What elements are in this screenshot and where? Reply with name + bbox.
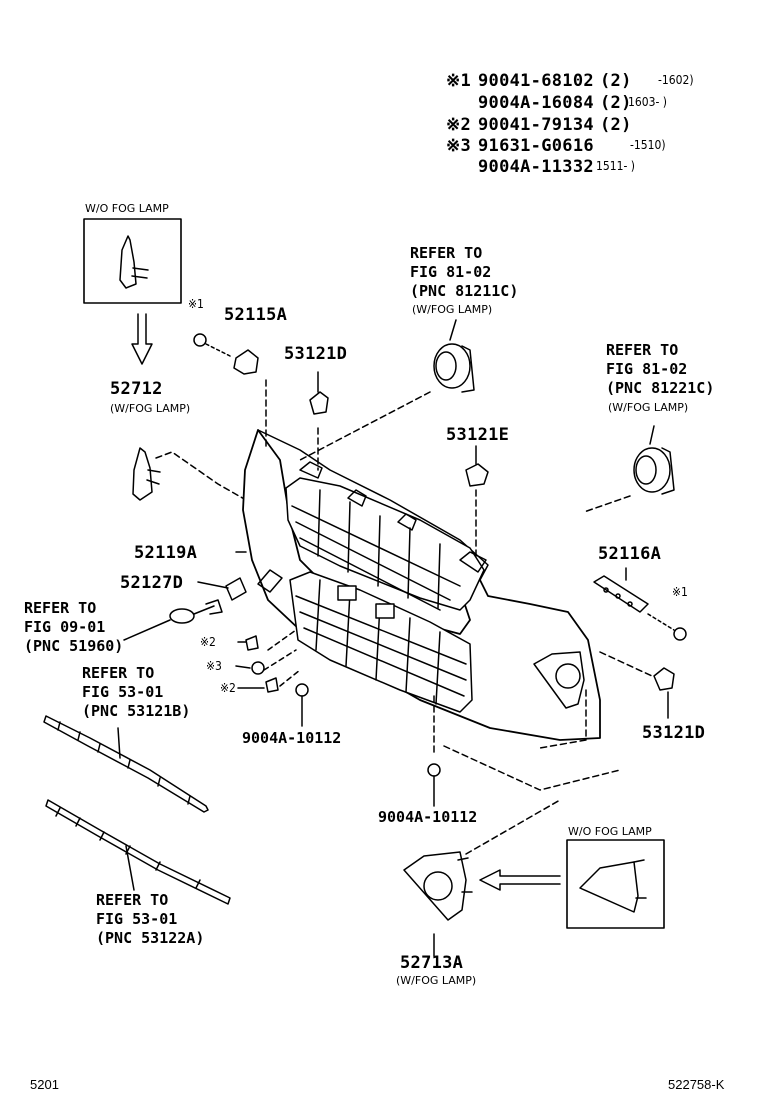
lower-center-leaders [427,689,621,807]
mark-1-top: ※1 [188,297,204,311]
refer-81211C-line2: FIG 81-02 [410,263,492,281]
note-part-4: 91631-G0616 [478,136,594,156]
refer-81211C-line4: (W/FOG LAMP) [412,303,493,316]
note-mark-4: ※3 [446,136,472,156]
note-qty-3: (2) [600,115,632,135]
note-qty-2: (2) [600,93,632,113]
note-range-1: -1602) [658,73,694,87]
refer-51960-line2: FIG 09-01 [24,618,106,636]
refer-81221C-line4: (W/FOG LAMP) [608,401,689,414]
footer-illustration-id: 522758-K [668,1077,725,1092]
down-arrow-icon [131,313,153,365]
bumper-cover-drawing [225,429,601,741]
mark-2-a: ※2 [200,635,216,649]
wo-fog-lamp-label-bottom: W/O FOG LAMP [568,825,652,838]
note-part-2: 9004A-16084 [478,93,594,113]
refer-53121B-line2: FIG 53-01 [82,683,164,701]
callout-leaders [123,551,265,689]
bracket-52116A-drawing [593,567,687,641]
refer-81211C-line3: (PNC 81211C) [410,282,519,300]
part-number-52116A: 52116A [598,544,662,564]
mark-2-b: ※2 [220,681,236,695]
wo-fog-lamp-inset-bottom [566,839,665,929]
note-part-3: 90041-79134 [478,115,594,135]
bracket-52115A-drawing [193,333,267,451]
molding-53121B-drawing [43,715,209,813]
part-number-53121E: 53121E [446,425,510,445]
part-number-52115A: 52115A [224,305,288,325]
footer-figure-number: 5201 [30,1077,59,1092]
part-number-53121D-top: 53121D [284,344,348,364]
refer-81221C-line3: (PNC 81221C) [606,379,715,397]
refer-81221C-line1: REFER TO [606,341,679,359]
note-mark-1: ※1 [446,71,472,91]
note-range-5: 1511- ) [596,159,636,173]
part-number-52713A: 52713A [400,953,464,973]
refer-53122A-line2: FIG 53-01 [96,910,178,928]
refer-53122A-line3: (PNC 53122A) [96,929,205,947]
refer-51960-line3: (PNC 51960) [24,637,124,655]
part-number-53121D-right: 53121D [642,723,706,743]
fog-lamp-81221C-drawing [583,425,675,513]
part-52712-qualifier: (W/FOG LAMP) [110,402,191,415]
refer-81221C-line2: FIG 81-02 [606,360,688,378]
note-part-5: 9004A-11332 [478,157,594,177]
mark-1-right: ※1 [672,585,688,599]
refer-53121B-line1: REFER TO [82,664,155,682]
part-number-52127D: 52127D [120,573,184,593]
note-part-1: 90041-68102 [478,71,594,91]
mark-3: ※3 [206,659,222,673]
molding-53122A-drawing [45,799,231,905]
note-qty-1: (2) [600,71,632,91]
part-number-9004A-10112-a: 9004A-10112 [242,729,342,747]
tow-hook-drawing [169,599,223,624]
note-range-2: 1603- ) [628,95,668,109]
cover-52712-drawing [132,447,247,501]
fog-lamp-81211C-drawing [299,319,475,461]
wo-fog-lamp-label-top: W/O FOG LAMP [85,202,169,215]
part-52713A-qualifier: (W/FOG LAMP) [396,974,477,987]
part-number-52119A: 52119A [134,543,198,563]
clip-53121D-top-drawing [309,371,329,471]
refer-81211C-line1: REFER TO [410,244,483,262]
note-range-4: -1510) [630,138,666,152]
part-number-52712: 52712 [110,379,163,399]
small-clips-left-drawing [245,629,309,727]
refer-51960-line1: REFER TO [24,599,97,617]
clip-53121E-drawing [465,445,489,561]
part-number-9004A-10112-b: 9004A-10112 [378,808,478,826]
clip-53121D-right-drawing [599,651,675,719]
note-mark-3: ※2 [446,115,472,135]
wo-fog-lamp-inset-top [83,218,182,304]
left-arrow-icon [479,869,561,891]
refer-53121B-line3: (PNC 53121B) [82,702,191,720]
refer-53122A-line1: REFER TO [96,891,169,909]
fog-bezel-52713A-drawing [403,799,561,957]
